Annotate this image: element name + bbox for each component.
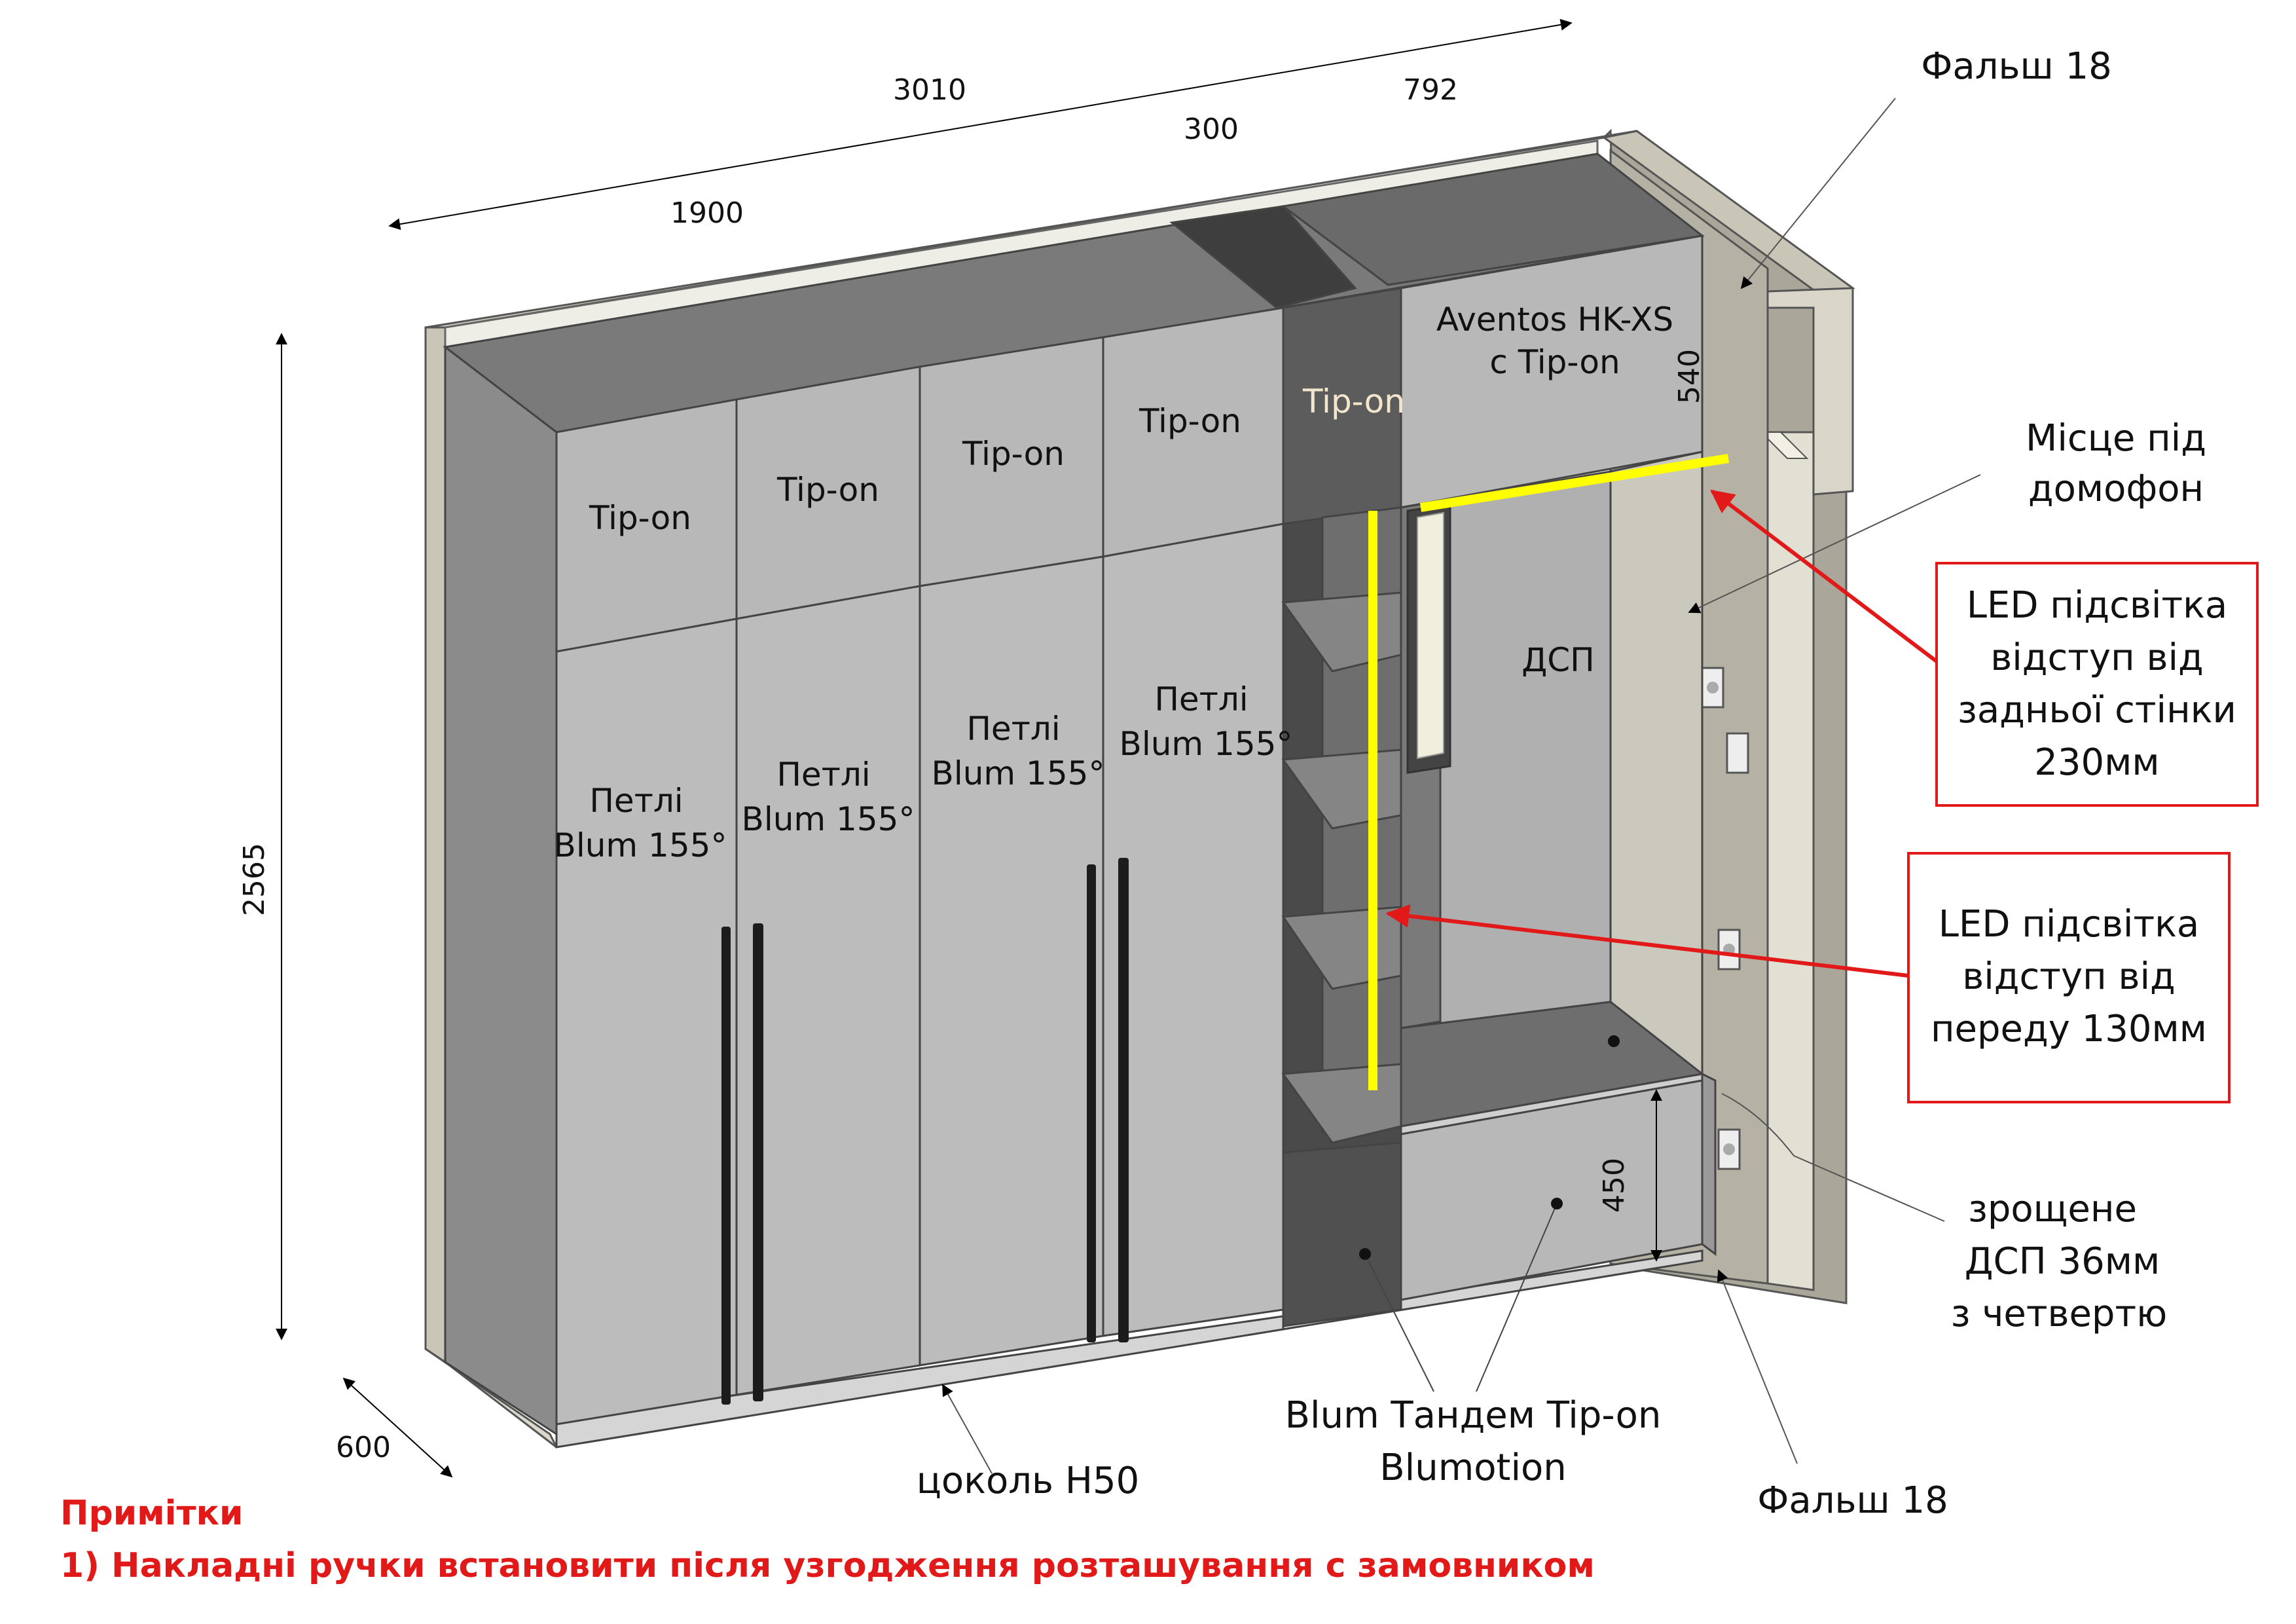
notes: Примітки 1) Накладні ручки встановити пі… [60, 1494, 1595, 1585]
dim-aventos-height: 540 [1673, 349, 1706, 404]
hinges-label-2-line1: Петлі [776, 756, 870, 794]
dimension-labels: 3010 1900 300 792 2565 600 540 450 [238, 73, 1706, 1464]
led-back-line3: задньої стінки [1958, 689, 2236, 731]
glued-label-line3: з четвертю [1951, 1293, 2168, 1335]
glued-label-line2: ДСП 36мм [1965, 1240, 2160, 1283]
hinges-label-1-line2: Blum 155° [554, 826, 727, 864]
hinges-label-3-line2: Blum 155° [932, 754, 1105, 792]
plinth-label: цоколь H50 [917, 1460, 1139, 1502]
led-back-line2: відступ від [1990, 637, 2204, 679]
intercom-label-line2: домофон [2028, 468, 2204, 510]
tip-on-label-1: Tip-on [589, 499, 691, 537]
upper-doors [555, 306, 1285, 653]
led-back-line1: LED підсвітка [1967, 584, 2228, 627]
led-front-line3: переду 130мм [1931, 1008, 2207, 1050]
middle-column [1281, 287, 1402, 1327]
right-section [1400, 234, 1717, 1301]
dim-depth: 600 [336, 1431, 391, 1464]
dim-height: 2565 [238, 843, 271, 916]
tandem-label-line1: Blum Тандем Tip-on [1285, 1394, 1662, 1437]
notes-item-1: 1) Накладні ручки встановити після узгод… [60, 1546, 1595, 1585]
falsh-top-label: Фальш 18 [1921, 45, 2112, 88]
aventos-label-line1: Aventos HK-XS [1436, 301, 1673, 339]
led-back-callout: LED підсвітка відступ від задньої стінки… [1710, 489, 2259, 807]
hinges-label-2-line2: Blum 155° [742, 800, 915, 838]
tip-on-label-2: Tip-on [776, 471, 879, 509]
dimension-lines [276, 18, 1662, 1478]
notes-title: Примітки [60, 1494, 243, 1533]
intercom-label-line1: Місце під [2026, 417, 2206, 460]
tip-on-label-5: Tip-on [1302, 382, 1405, 420]
tandem-label-line2: Blumotion [1379, 1447, 1567, 1489]
dim-left-width: 1900 [670, 196, 744, 230]
lower-doors [555, 523, 1285, 1426]
tip-on-label-3: Tip-on [962, 435, 1065, 473]
hinges-label-4-line1: Петлі [1154, 680, 1248, 718]
dim-middle-width: 300 [1184, 113, 1239, 146]
door-handles [721, 858, 1129, 1405]
aventos-label-line2: с Tip-on [1489, 343, 1620, 381]
cabinet-left-side [444, 344, 558, 1436]
tip-on-label-4: Tip-on [1139, 402, 1241, 440]
falsh-bottom-label: Фальш 18 [1757, 1479, 1948, 1522]
outer-labels: Фальш 18 Місце під домофон цоколь H50 Bl… [917, 45, 2206, 1522]
led-front-callout: LED підсвітка відступ від переду 130мм [1385, 852, 2231, 1103]
wall-sockets [1701, 667, 1749, 1170]
dim-overall-width: 3010 [893, 73, 966, 107]
hinges-label-4-line2: Blum 155° [1120, 725, 1293, 763]
leader-lines [942, 98, 1981, 1474]
hinges-label-1-line1: Петлі [589, 782, 683, 820]
dim-right-width: 792 [1403, 73, 1458, 107]
glued-label-line1: зрощене [1968, 1188, 2137, 1230]
led-front-line1: LED підсвітка [1939, 903, 2200, 946]
led-strips [1368, 454, 1730, 1090]
dim-bench-height: 450 [1597, 1158, 1631, 1213]
led-back-line4: 230мм [2034, 741, 2159, 784]
led-front-line2: відступ від [1962, 955, 2176, 998]
hinges-label-3-line1: Петлі [966, 710, 1060, 748]
dsp-label: ДСП [1522, 641, 1595, 679]
panel-labels: Tip-on Tip-on Tip-on Tip-on Tip-on Петлі… [554, 301, 1674, 864]
